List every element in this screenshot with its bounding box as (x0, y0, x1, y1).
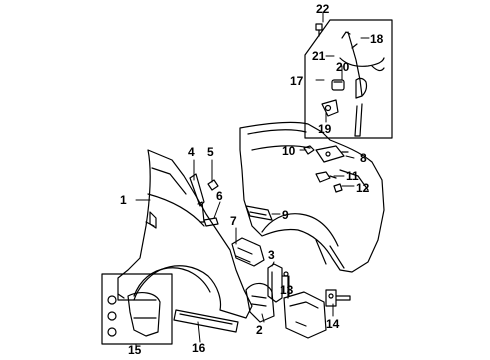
callout-8: 8 (360, 151, 367, 165)
callout-7: 7 (230, 214, 237, 228)
fender-bracket (245, 205, 273, 221)
callout-16: 16 (192, 341, 206, 355)
door-latch (325, 289, 351, 307)
splash-shield (245, 282, 275, 323)
quarter-panel (117, 149, 253, 319)
callout-6: 6 (216, 189, 223, 203)
rocker-molding (173, 309, 239, 333)
callout-13: 13 (280, 283, 294, 297)
leader-lines (135, 11, 370, 349)
callout-17: 17 (290, 74, 304, 88)
callout-21: 21 (312, 49, 326, 63)
callout-1: 1 (120, 193, 127, 207)
inner-panel (231, 237, 265, 267)
callout-12: 12 (356, 181, 370, 195)
antenna-inset-box (304, 19, 393, 139)
callout-2: 2 (256, 323, 263, 337)
front-fender (239, 121, 385, 273)
callout-5: 5 (207, 145, 214, 159)
callout-15: 15 (128, 343, 142, 357)
clip (303, 145, 315, 155)
mudguard-inset-box (101, 273, 173, 345)
callout-9: 9 (282, 208, 289, 222)
callout-3: 3 (268, 248, 275, 262)
antenna-mast (341, 31, 368, 137)
fender-brace (315, 145, 349, 163)
bolt (333, 183, 343, 193)
callout-18: 18 (370, 32, 384, 46)
antenna-nut (315, 23, 323, 37)
callout-11: 11 (346, 169, 359, 183)
callout-22: 22 (316, 2, 330, 16)
antenna-motor (331, 79, 345, 91)
fuel-housing (281, 271, 327, 339)
antenna-bracket (321, 99, 339, 117)
callout-20: 20 (336, 60, 350, 74)
antenna-cable (339, 57, 385, 72)
callout-4: 4 (188, 145, 195, 159)
callout-10: 10 (282, 144, 296, 158)
callout-19: 19 (318, 122, 332, 136)
grommet (315, 171, 337, 183)
callout-14: 14 (326, 317, 340, 331)
